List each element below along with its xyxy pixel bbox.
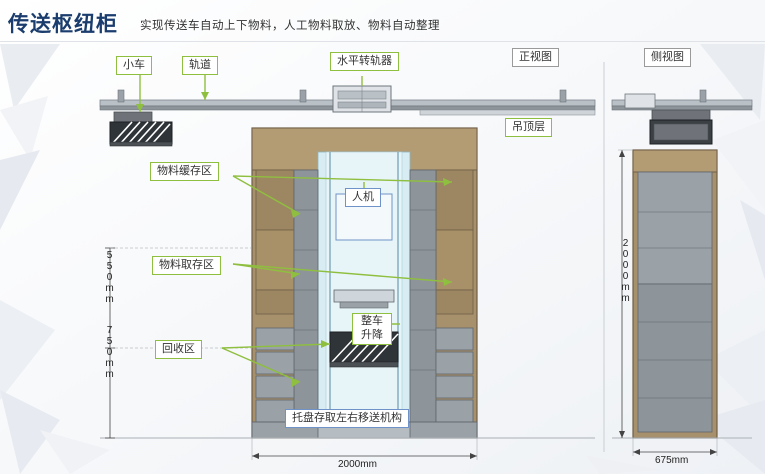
label-horizontal-transfer: 水平转轨器	[330, 52, 399, 71]
label-recycle-zone: 回收区	[155, 340, 202, 359]
page-header: 传送枢纽柜 实现传送车自动上下物料，人工物料取放、物料自动整理	[0, 0, 765, 42]
dimension-550mm: 550mm	[104, 250, 115, 305]
label-pick-zone: 物料取存区	[152, 256, 221, 275]
label-hmi: 人机	[345, 188, 381, 207]
label-buffer-zone: 物料缓存区	[150, 162, 219, 181]
label-track: 轨道	[182, 56, 218, 75]
page-title: 传送枢纽柜	[8, 13, 118, 36]
dimension-750mm: 750mm	[104, 325, 115, 380]
dimension-675mm: 675mm	[655, 455, 689, 466]
label-cart: 小车	[116, 56, 152, 75]
label-side-view: 侧视图	[644, 48, 691, 67]
label-tray-mechanism: 托盘存取左右移送机构	[285, 409, 409, 428]
technical-drawing	[0, 42, 765, 474]
dimension-2000mm-width: 2000mm	[338, 459, 377, 470]
page-subtitle: 实现传送车自动上下物料，人工物料取放、物料自动整理	[140, 20, 440, 32]
dimension-2000mm-height: 2000mm	[620, 238, 631, 304]
label-vehicle-lift: 整车 升降	[352, 313, 392, 345]
label-front-view: 正视图	[512, 48, 559, 67]
label-ceiling: 吊顶层	[505, 118, 552, 137]
header-divider	[0, 41, 765, 42]
